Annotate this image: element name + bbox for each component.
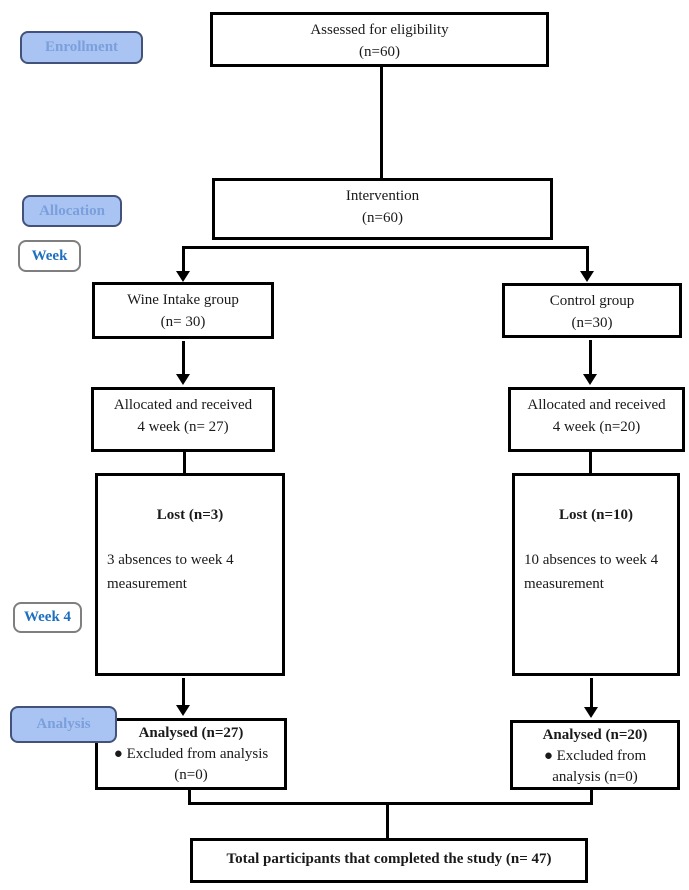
box-wine-intake-group: Wine Intake group (n= 30) [92,282,274,339]
box-lost-wine-title: Lost (n=3) [156,507,224,523]
connector-assessed-to-intervention [380,66,383,179]
box-analysed-wine: Analysed (n=27) ● Excluded from analysis… [95,718,287,790]
box-total-completed-line1: Total participants that completed the st… [226,851,552,867]
box-control-group-line2: (n=30) [571,315,613,331]
box-total-completed: Total participants that completed the st… [190,838,588,883]
box-analysed-wine-line3: (n=0) [174,767,208,783]
arrow-wine-to-allocated [176,341,190,385]
box-wine-group-line2: (n= 30) [160,314,206,330]
box-allocated-wine-line2: 4 week (n= 27) [137,419,229,435]
box-analysed-wine-line2: ● Excluded from analysis [113,746,269,762]
connector-merge-horizontal [188,802,593,805]
connector-allocated-to-lost-wine [183,451,186,474]
box-lost-control-title: Lost (n=10) [559,507,633,523]
box-control-group-line1: Control group [549,293,635,309]
stage-label-allocation: Allocation [22,195,122,227]
arrow-control-to-allocated [583,340,597,385]
box-lost-wine: Lost (n=3) 3 absences to week 4 measurem… [95,473,285,676]
box-intervention-line1: Intervention [345,188,420,204]
stage-label-week4: Week 4 [13,602,82,633]
box-lost-control: Lost (n=10) 10 absences to week 4 measur… [512,473,680,676]
box-intervention: Intervention (n=60) [212,178,553,240]
box-allocated-control: Allocated and received 4 week (n=20) [508,387,685,452]
box-allocated-control-line2: 4 week (n=20) [552,419,641,435]
box-lost-control-body: 10 absences to week 4 measurement [524,552,659,592]
arrow-lost-to-analysed-wine [176,678,190,716]
stage-label-analysis: Analysis [10,706,117,743]
arrow-to-wine-group [176,247,190,282]
box-analysed-wine-line1: Analysed (n=27) [138,725,244,741]
arrow-lost-to-analysed-control [584,678,598,718]
connector-merge-to-total [386,802,389,838]
box-allocated-wine: Allocated and received 4 week (n= 27) [91,387,275,452]
box-allocated-control-line1: Allocated and received [527,397,666,413]
connector-split-horizontal [182,246,589,249]
box-analysed-control: Analysed (n=20) ● Excluded from analysis… [510,720,680,790]
box-analysed-control-line1: Analysed (n=20) [542,727,648,743]
connector-analysed-wine-down [188,788,191,805]
arrow-to-control-group [580,247,594,282]
box-assessed-line1: Assessed for eligibility [310,22,449,38]
box-allocated-wine-line1: Allocated and received [113,397,253,413]
box-control-group: Control group (n=30) [502,283,682,338]
box-assessed-line2: (n=60) [359,44,400,60]
box-intervention-line2: (n=60) [362,210,403,226]
box-analysed-control-line3: analysis (n=0) [552,769,638,785]
box-wine-group-line1: Wine Intake group [127,292,239,308]
box-analysed-control-line2: ● Excluded from [543,748,647,764]
box-assessed-eligibility: Assessed for eligibility (n=60) [210,12,549,67]
connector-allocated-to-lost-control [589,451,592,474]
stage-label-week: Week [18,240,81,272]
connector-analysed-control-down [590,789,593,805]
stage-label-enrollment: Enrollment [20,31,143,64]
box-lost-wine-body: 3 absences to week 4 measurement [107,552,234,592]
